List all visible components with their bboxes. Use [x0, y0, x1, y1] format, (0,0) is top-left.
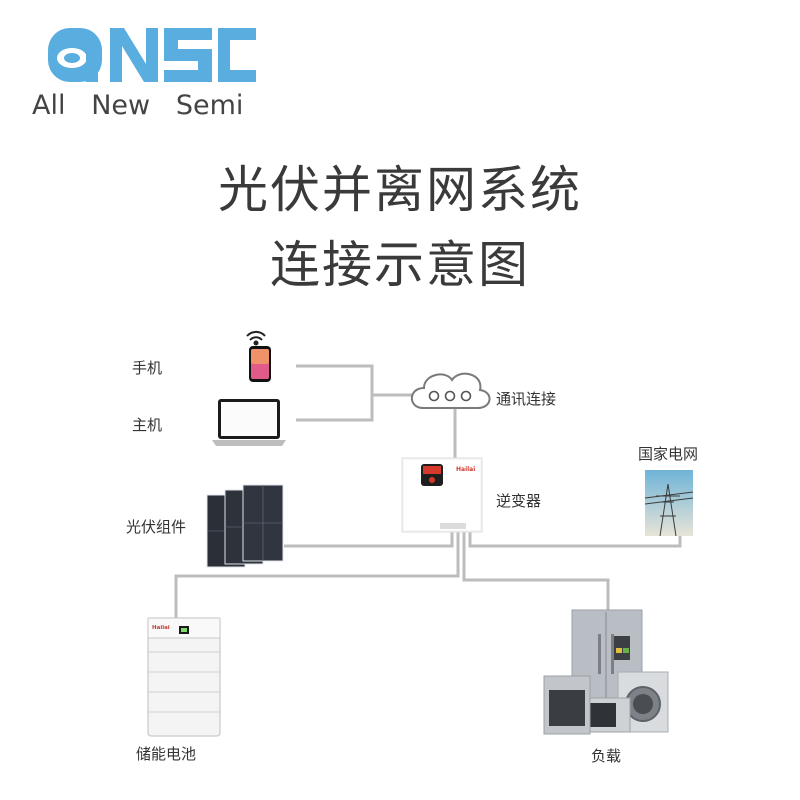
label-host: 主机 — [132, 416, 163, 434]
wire-inverter-load — [462, 530, 610, 612]
wire-phone-cloud — [296, 364, 414, 397]
page-title-line1: 光伏并离网系统 — [218, 161, 582, 219]
inverter-brand-text: Hailai — [456, 466, 475, 473]
phone-icon — [249, 346, 271, 382]
solar-panels-icon — [206, 484, 284, 568]
battery-stack-icon — [147, 617, 221, 737]
label-battery: 储能电池 — [136, 745, 197, 763]
wire-inverter-grid — [468, 530, 682, 548]
laptop-icon — [212, 399, 286, 446]
ansc-logo — [48, 28, 256, 82]
label-load: 负载 — [591, 747, 622, 765]
cloud-icon — [410, 372, 491, 409]
wires — [174, 364, 682, 618]
wire-inverter-battery — [174, 530, 460, 618]
label-phone: 手机 — [132, 359, 163, 377]
label-inverter: 逆变器 — [496, 492, 542, 510]
battery-brand-text: Hailai — [152, 625, 170, 631]
label-grid: 国家电网 — [638, 445, 699, 463]
label-pv: 光伏组件 — [126, 518, 187, 536]
page-title-line2: 连接示意图 — [270, 236, 530, 294]
wifi-icon — [246, 330, 266, 346]
grid-photo — [644, 470, 694, 537]
label-comm: 通讯连接 — [496, 390, 557, 408]
appliances-icon — [543, 609, 669, 735]
wire-inverter-pv — [284, 530, 454, 548]
logo-tagline: All New Semi — [32, 90, 244, 121]
wire-laptop-cloud — [296, 395, 374, 422]
inverter-device — [401, 457, 483, 533]
